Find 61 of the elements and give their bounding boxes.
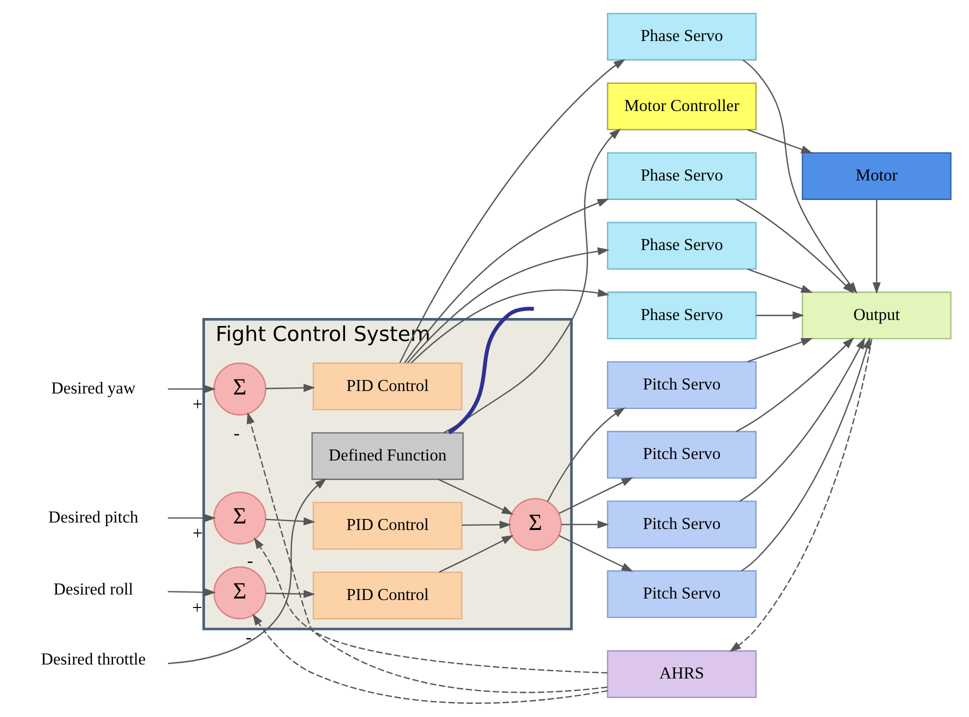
arrow: [167, 588, 216, 596]
node-text: Desired throttle: [40, 649, 146, 668]
node-circle: Σ: [212, 492, 266, 544]
edge-label: +: [192, 394, 202, 414]
node-text: Desired yaw: [50, 378, 135, 398]
node-box: Pitch Servo: [606, 430, 756, 479]
arrow: [546, 407, 625, 502]
node-box: Motor Controller: [606, 82, 756, 130]
arrow: [406, 247, 609, 364]
arrow: [746, 129, 812, 154]
arrow: [398, 59, 625, 364]
arrow: [253, 537, 607, 674]
node-box: PID Control: [312, 572, 462, 620]
node-box: Phase Servo: [606, 292, 756, 340]
arrow: [252, 614, 608, 704]
node-box: Phase Servo: [606, 12, 756, 61]
node-box: Pitch Servo: [606, 361, 756, 409]
arrow: [265, 517, 315, 526]
arrow: [461, 520, 511, 529]
arrow: [167, 514, 216, 522]
arrow: [558, 534, 633, 572]
node-box: AHRS: [606, 650, 756, 698]
arrow: [872, 200, 880, 294]
arrow: [746, 268, 812, 293]
arrow: [438, 478, 513, 515]
edge-label: +: [192, 597, 202, 618]
arrow: [746, 338, 812, 362]
arrow: [739, 337, 865, 502]
arrow: [558, 477, 633, 514]
node-text: Desired pitch: [48, 507, 138, 526]
arrow: [167, 478, 326, 664]
node-box: PID Control: [312, 502, 462, 550]
arrow: [246, 412, 607, 693]
arrow: [167, 384, 216, 394]
arrow: [443, 128, 620, 434]
node-box: Phase Servo: [606, 222, 756, 270]
node-circle: Σ: [508, 498, 562, 551]
node-box: Pitch Servo: [606, 570, 756, 618]
arrow: [756, 311, 804, 320]
arrow: [728, 338, 872, 652]
node-box: Phase Servo: [606, 152, 756, 200]
node-text: Desired roll: [53, 580, 133, 599]
arrow: [265, 590, 315, 598]
node-circle: Σ: [212, 362, 266, 416]
node-box: Defined Function: [310, 432, 464, 480]
arrow: [735, 198, 854, 294]
node-box: Motor: [801, 152, 951, 200]
arrow: [438, 535, 513, 573]
edge-label: -: [233, 422, 240, 443]
arrow: [735, 337, 854, 432]
arrow: [404, 198, 609, 364]
arrow: [740, 337, 870, 572]
node-circle: Σ: [212, 566, 266, 620]
edge-label: +: [192, 523, 202, 544]
node-box: PID Control: [312, 362, 462, 410]
arrow: [560, 520, 609, 529]
arrow: [265, 384, 315, 392]
node-box: Pitch Servo: [606, 500, 756, 548]
arrow: [410, 288, 609, 364]
connector: [447, 306, 534, 434]
node-box: Output: [801, 292, 951, 340]
